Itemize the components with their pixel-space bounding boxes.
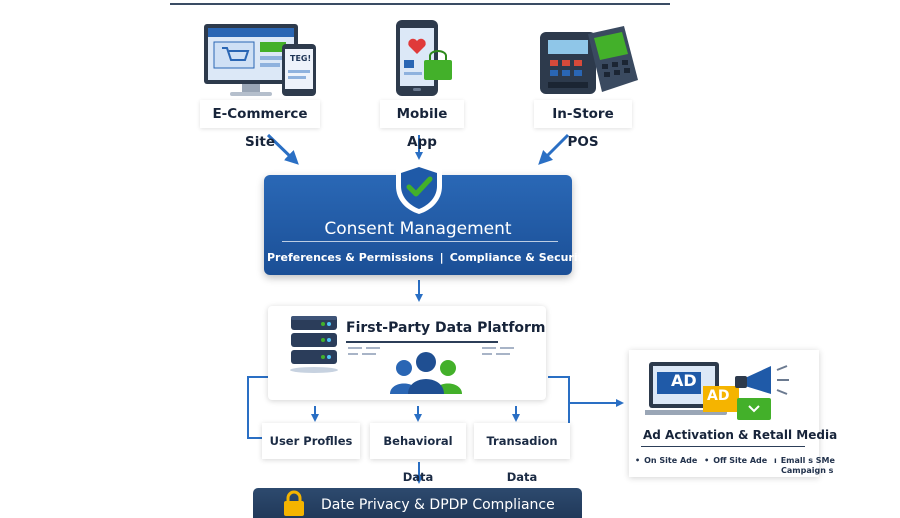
mobile-phone-icon: [396, 20, 452, 96]
user-profiles-box: User Proflles: [262, 423, 360, 459]
server-stack-icon: [290, 316, 338, 373]
ecommerce-illustration: TEG!: [202, 22, 320, 100]
on-site-ads-item: On Site Ade: [644, 456, 698, 465]
pos-terminal-icon: [540, 26, 638, 94]
in-store-pos-label: In-Store POS: [534, 100, 632, 150]
platform-title-underline: [346, 341, 498, 343]
left-bracket-line: [247, 376, 268, 439]
users-group-icon: [390, 352, 462, 394]
desktop-icon: [204, 24, 316, 96]
platform-title: First-Party Data Platform: [346, 320, 546, 336]
compliance-text: Compliance & Security: [449, 251, 591, 264]
right-data-lines: [482, 347, 514, 355]
ad-activation-card: AD AD Ad Activation & Retall Media •On S…: [629, 350, 837, 477]
tablet-screen-text: TEG!: [290, 54, 312, 63]
shield-check-icon: [396, 162, 442, 214]
arrow-ecommerce-to-consent: [266, 133, 299, 165]
campaigns-item: Campaign s: [781, 466, 834, 475]
separator-text: |: [439, 251, 444, 264]
ad-activation-divider: [641, 446, 805, 447]
consent-divider: [282, 241, 558, 242]
email-sms-item: Emall s SMe: [780, 456, 835, 465]
ecommerce-label: E-Commerce Site: [200, 100, 320, 150]
preferences-text: Preferences & Permissions: [267, 251, 434, 264]
ad-badge-text: AD: [707, 388, 730, 404]
off-site-ads-item: Off Site Ade: [713, 456, 768, 465]
consent-subtitle: Preferences & Permissions | Compliance & S…: [264, 251, 590, 264]
transaction-data-box: Transadion Data: [474, 423, 570, 484]
top-divider: [170, 3, 670, 5]
consent-title: Consent Management: [324, 219, 512, 239]
data-privacy-title: Date Privacy & DPDP Compliance: [321, 497, 555, 513]
ad-activation-title: Ad Activation & Retall Media: [643, 428, 838, 442]
mobile-app-label: Mobile App: [380, 100, 464, 150]
behavioral-data-box: Behavioral Data: [370, 423, 466, 484]
left-data-lines: [348, 347, 380, 355]
lock-icon: [284, 490, 304, 516]
arrow-pos-to-consent: [538, 133, 570, 165]
data-privacy-box: Date Privacy & DPDP Compliance: [253, 488, 582, 518]
ad-screen-text: AD: [671, 371, 697, 390]
ad-display-illustration: [645, 362, 789, 420]
